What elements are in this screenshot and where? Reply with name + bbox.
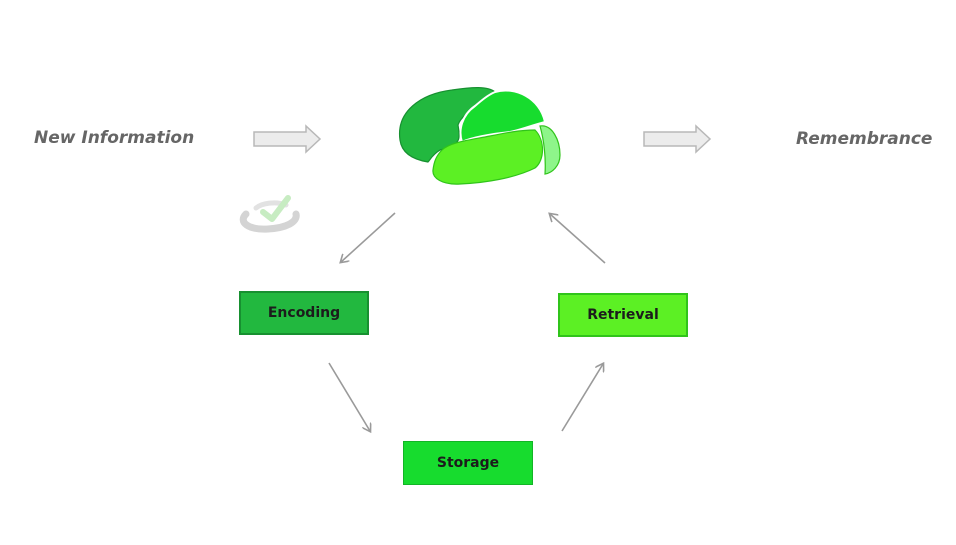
refresh-check-icon xyxy=(239,195,300,233)
brain-parietal-lobe xyxy=(459,89,547,144)
arrow-retrieval-to-brain xyxy=(550,214,606,264)
retrieval-label: Retrieval xyxy=(587,307,659,323)
storage-box: Storage xyxy=(403,441,533,485)
encoding-box: Encoding xyxy=(239,291,369,335)
brain-occipital-lobe xyxy=(539,125,561,175)
brain-frontal-lobe xyxy=(399,87,496,163)
storage-label: Storage xyxy=(436,455,500,471)
arrow-storage-to-retrieval xyxy=(561,364,603,432)
remembrance-label: Remembrance xyxy=(796,129,933,149)
output-block-arrow xyxy=(643,124,712,154)
brain-icon xyxy=(399,87,561,185)
arrow-encoding-to-storage xyxy=(328,362,370,431)
input-block-arrow xyxy=(253,124,322,154)
arrow-brain-to-encoding xyxy=(341,212,396,262)
brain-temporal-lobe xyxy=(432,129,544,185)
retrieval-box: Retrieval xyxy=(558,293,688,337)
encoding-label: Encoding xyxy=(267,305,341,321)
new-information-label: New Information xyxy=(34,128,195,148)
